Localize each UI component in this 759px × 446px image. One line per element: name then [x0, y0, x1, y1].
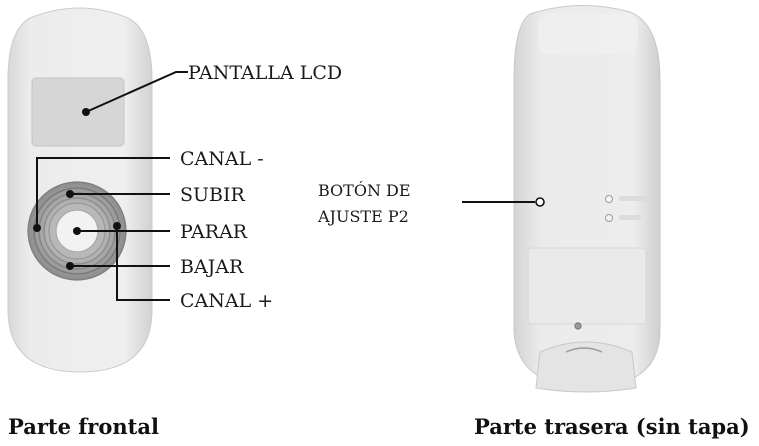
indicator-led-1 — [605, 195, 613, 203]
battery-compartment — [527, 247, 647, 325]
indicator-led-2 — [605, 214, 613, 222]
label-channel-minus: CANAL - — [180, 148, 264, 170]
led-marking-1 — [619, 196, 647, 201]
leader-lcd — [85, 71, 188, 113]
label-up: SUBIR — [180, 184, 245, 206]
leader-channel-plus — [116, 226, 170, 301]
front-leader-lines — [36, 71, 188, 301]
dot-stop — [73, 227, 81, 235]
lcd-window — [31, 77, 125, 147]
label-stop: PARAR — [180, 221, 248, 243]
back-top-shade — [538, 14, 638, 54]
caption-back: Parte trasera (sin tapa) — [474, 414, 750, 439]
bottom-cap-notch — [565, 347, 603, 353]
led-marking-2 — [619, 215, 641, 220]
caption-front: Parte frontal — [8, 414, 159, 439]
p2-button-hole[interactable] — [535, 197, 545, 207]
bottom-cap — [535, 341, 637, 393]
front-leader-dots — [33, 108, 121, 270]
screw-hole — [574, 322, 582, 330]
label-p2-button-line1: BOTÓN DE — [318, 181, 411, 200]
back-remote — [462, 4, 661, 393]
dot-lcd — [82, 108, 90, 116]
label-down: BAJAR — [180, 256, 244, 278]
dot-down — [66, 262, 74, 270]
leader-channel-minus — [36, 157, 170, 228]
dot-channel-minus — [33, 224, 41, 232]
dot-up — [66, 190, 74, 198]
label-channel-plus: CANAL + — [180, 290, 274, 312]
dot-channel-plus — [113, 222, 121, 230]
label-p2-button-line2: AJUSTE P2 — [318, 207, 409, 226]
front-remote — [7, 7, 188, 373]
label-lcd: PANTALLA LCD — [188, 62, 343, 84]
